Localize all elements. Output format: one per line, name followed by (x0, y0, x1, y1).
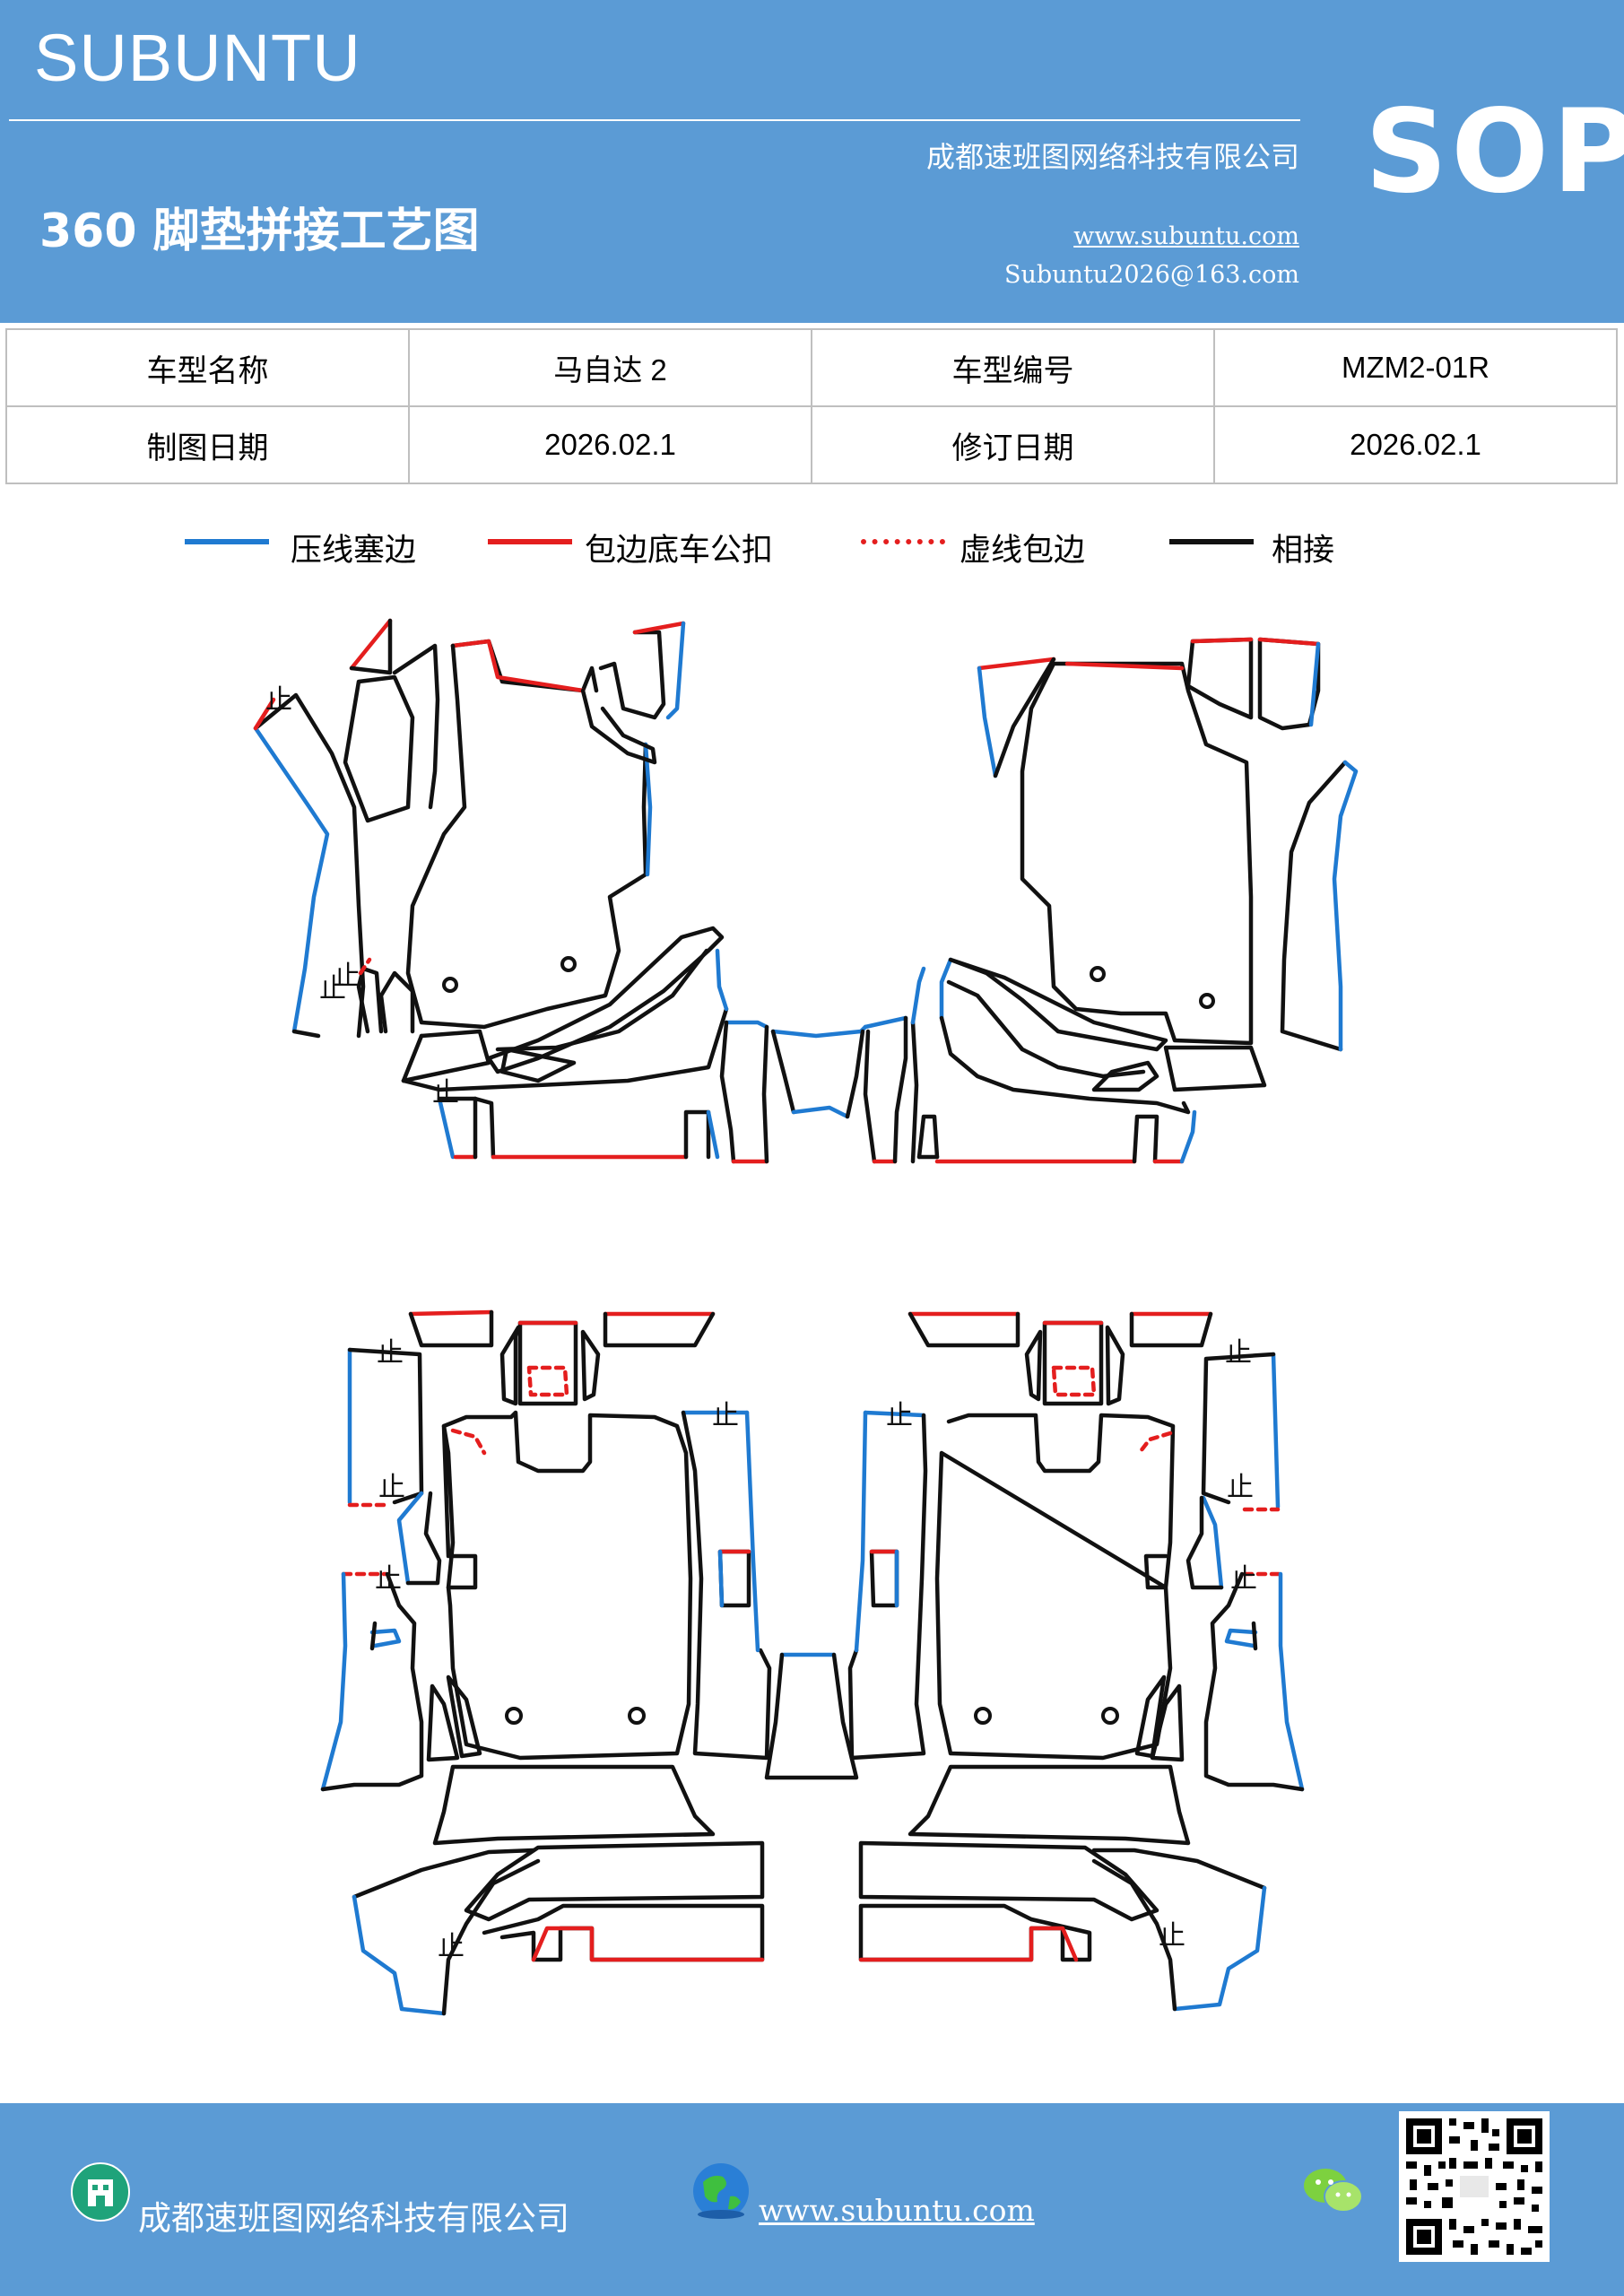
legend-swatch (488, 539, 572, 544)
stop-marker: 止 (375, 1563, 402, 1595)
label-draw-date: 制图日期 (5, 405, 410, 484)
value-revision-date: 2026.02.1 (1213, 405, 1618, 484)
legend-label: 包边底车公扣 (585, 533, 774, 569)
label-model-code: 车型编号 (811, 328, 1215, 407)
legend-label: 压线塞边 (291, 533, 417, 569)
rear-mats-group: 止 止 止 止 止 止 止 止 止 止 (320, 1309, 1305, 2016)
stop-marker: 止 (438, 1931, 465, 1962)
header-website-link[interactable]: www.subuntu.com (1073, 222, 1299, 250)
stop-marker: 止 (1227, 1472, 1254, 1503)
legend-swatch (1169, 539, 1254, 544)
value-model-name: 马自达 2 (408, 328, 812, 407)
legend-swatch (185, 539, 269, 544)
stop-marker: 止 (886, 1400, 913, 1431)
legend: 压线塞边 包边底车公扣 虚线包边 相接 (0, 520, 1624, 574)
legend-swatch (861, 539, 945, 544)
vehicle-info-table: 车型名称 马自达 2 车型编号 MZM2-01R 制图日期 2026.02.1 … (5, 328, 1618, 484)
building-icon (71, 2162, 130, 2222)
mat-hole (974, 1707, 992, 1725)
stop-marker: 止 (265, 684, 292, 716)
mat-hole (628, 1707, 646, 1725)
qr-code[interactable] (1399, 2111, 1550, 2262)
mat-hole (560, 956, 577, 972)
footer-company-name: 成都速班图网络科技有限公司 (138, 2199, 569, 2238)
mat-hole (1199, 993, 1215, 1009)
front-mats-group: 止 止 止 止 (253, 618, 1359, 1164)
table-row: 车型名称 马自达 2 车型编号 MZM2-01R (5, 328, 1618, 407)
stop-marker: 止 (1159, 1920, 1185, 1952)
wechat-icon (1304, 2169, 1363, 2213)
document-title: 360 脚垫拼接工艺图 (39, 204, 480, 258)
value-model-code: MZM2-01R (1213, 328, 1618, 407)
mat-hole (505, 1707, 523, 1725)
sop-badge: SOP (1365, 85, 1624, 219)
stop-marker: 止 (377, 1337, 404, 1369)
header-banner: SUBUNTU SOP 360 脚垫拼接工艺图 成都速班图网络科技有限公司 ww… (0, 0, 1624, 323)
stop-marker: 止 (712, 1400, 739, 1431)
stop-marker: 止 (1230, 1563, 1257, 1595)
globe-icon (693, 2163, 749, 2219)
mat-hole (442, 977, 458, 993)
table-row: 制图日期 2026.02.1 修订日期 2026.02.1 (5, 405, 1618, 484)
header-divider (9, 119, 1300, 121)
stop-marker: 止 (1225, 1337, 1252, 1369)
footer-banner: 成都速班图网络科技有限公司 www.subuntu.com (0, 2103, 1624, 2296)
stop-marker: 止 (334, 961, 360, 992)
label-model-name: 车型名称 (5, 328, 410, 407)
stop-marker: 止 (319, 973, 346, 1004)
brand-name: SUBUNTU (34, 21, 361, 95)
legend-label: 虚线包边 (960, 533, 1086, 569)
header-email: Subuntu2026@163.com (1004, 261, 1299, 289)
stop-marker: 止 (432, 1077, 459, 1109)
header-company-name: 成都速班图网络科技有限公司 (925, 140, 1299, 174)
label-revision-date: 修订日期 (811, 405, 1215, 484)
value-draw-date: 2026.02.1 (408, 405, 812, 484)
stop-marker: 止 (378, 1472, 405, 1503)
mat-hole (1090, 966, 1106, 982)
footer-website-link[interactable]: www.subuntu.com (759, 2193, 1035, 2228)
legend-label: 相接 (1272, 533, 1335, 569)
mat-hole (1101, 1707, 1119, 1725)
